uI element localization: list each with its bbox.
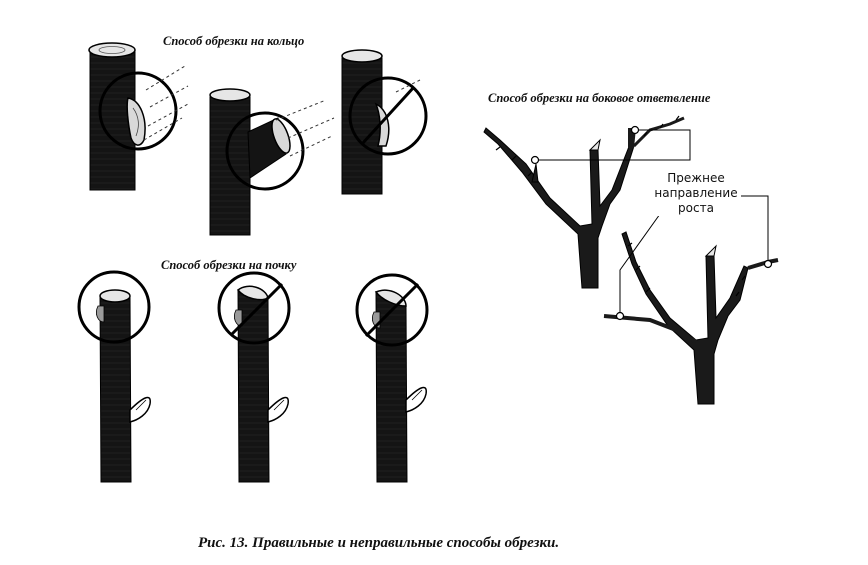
bud-cut-marker-circle bbox=[355, 273, 429, 347]
previous-growth-direction-label: Прежнее направление роста bbox=[651, 171, 741, 216]
wrong-cut-slash bbox=[360, 85, 416, 146]
wrong-cut-slash bbox=[230, 282, 284, 336]
side-branch-cut-title: Способ обрезки на боковое ответвление bbox=[488, 91, 711, 105]
side-branch-tree-1 bbox=[483, 115, 685, 289]
bud-cut-marker-circle bbox=[217, 271, 291, 345]
ring-cut-marker-circle bbox=[348, 76, 428, 156]
wrong-cut-slash bbox=[364, 282, 420, 338]
bud-cut-title: Способ обрезки на почку bbox=[161, 258, 297, 272]
bud-cut-specimen-2 bbox=[217, 271, 291, 483]
bud-cut-specimen-3 bbox=[355, 273, 429, 483]
ring-cut-specimen-1 bbox=[88, 42, 189, 191]
callout-lines-tree-2 bbox=[615, 195, 773, 321]
ring-cut-title: Способ обрезки на кольцо bbox=[163, 34, 305, 48]
side-branch-tree-2 bbox=[603, 231, 779, 405]
bud-cut-specimen-1 bbox=[77, 270, 151, 483]
callout-lines-tree-1 bbox=[530, 125, 691, 165]
ring-cut-marker-circle bbox=[225, 111, 305, 191]
ring-cut-specimen-3 bbox=[341, 49, 428, 195]
ring-cut-specimen-2 bbox=[209, 88, 335, 236]
figure-caption: Рис. 13. Правильные и неправильные спосо… bbox=[198, 535, 560, 551]
bud-cut-marker-circle bbox=[77, 270, 151, 344]
